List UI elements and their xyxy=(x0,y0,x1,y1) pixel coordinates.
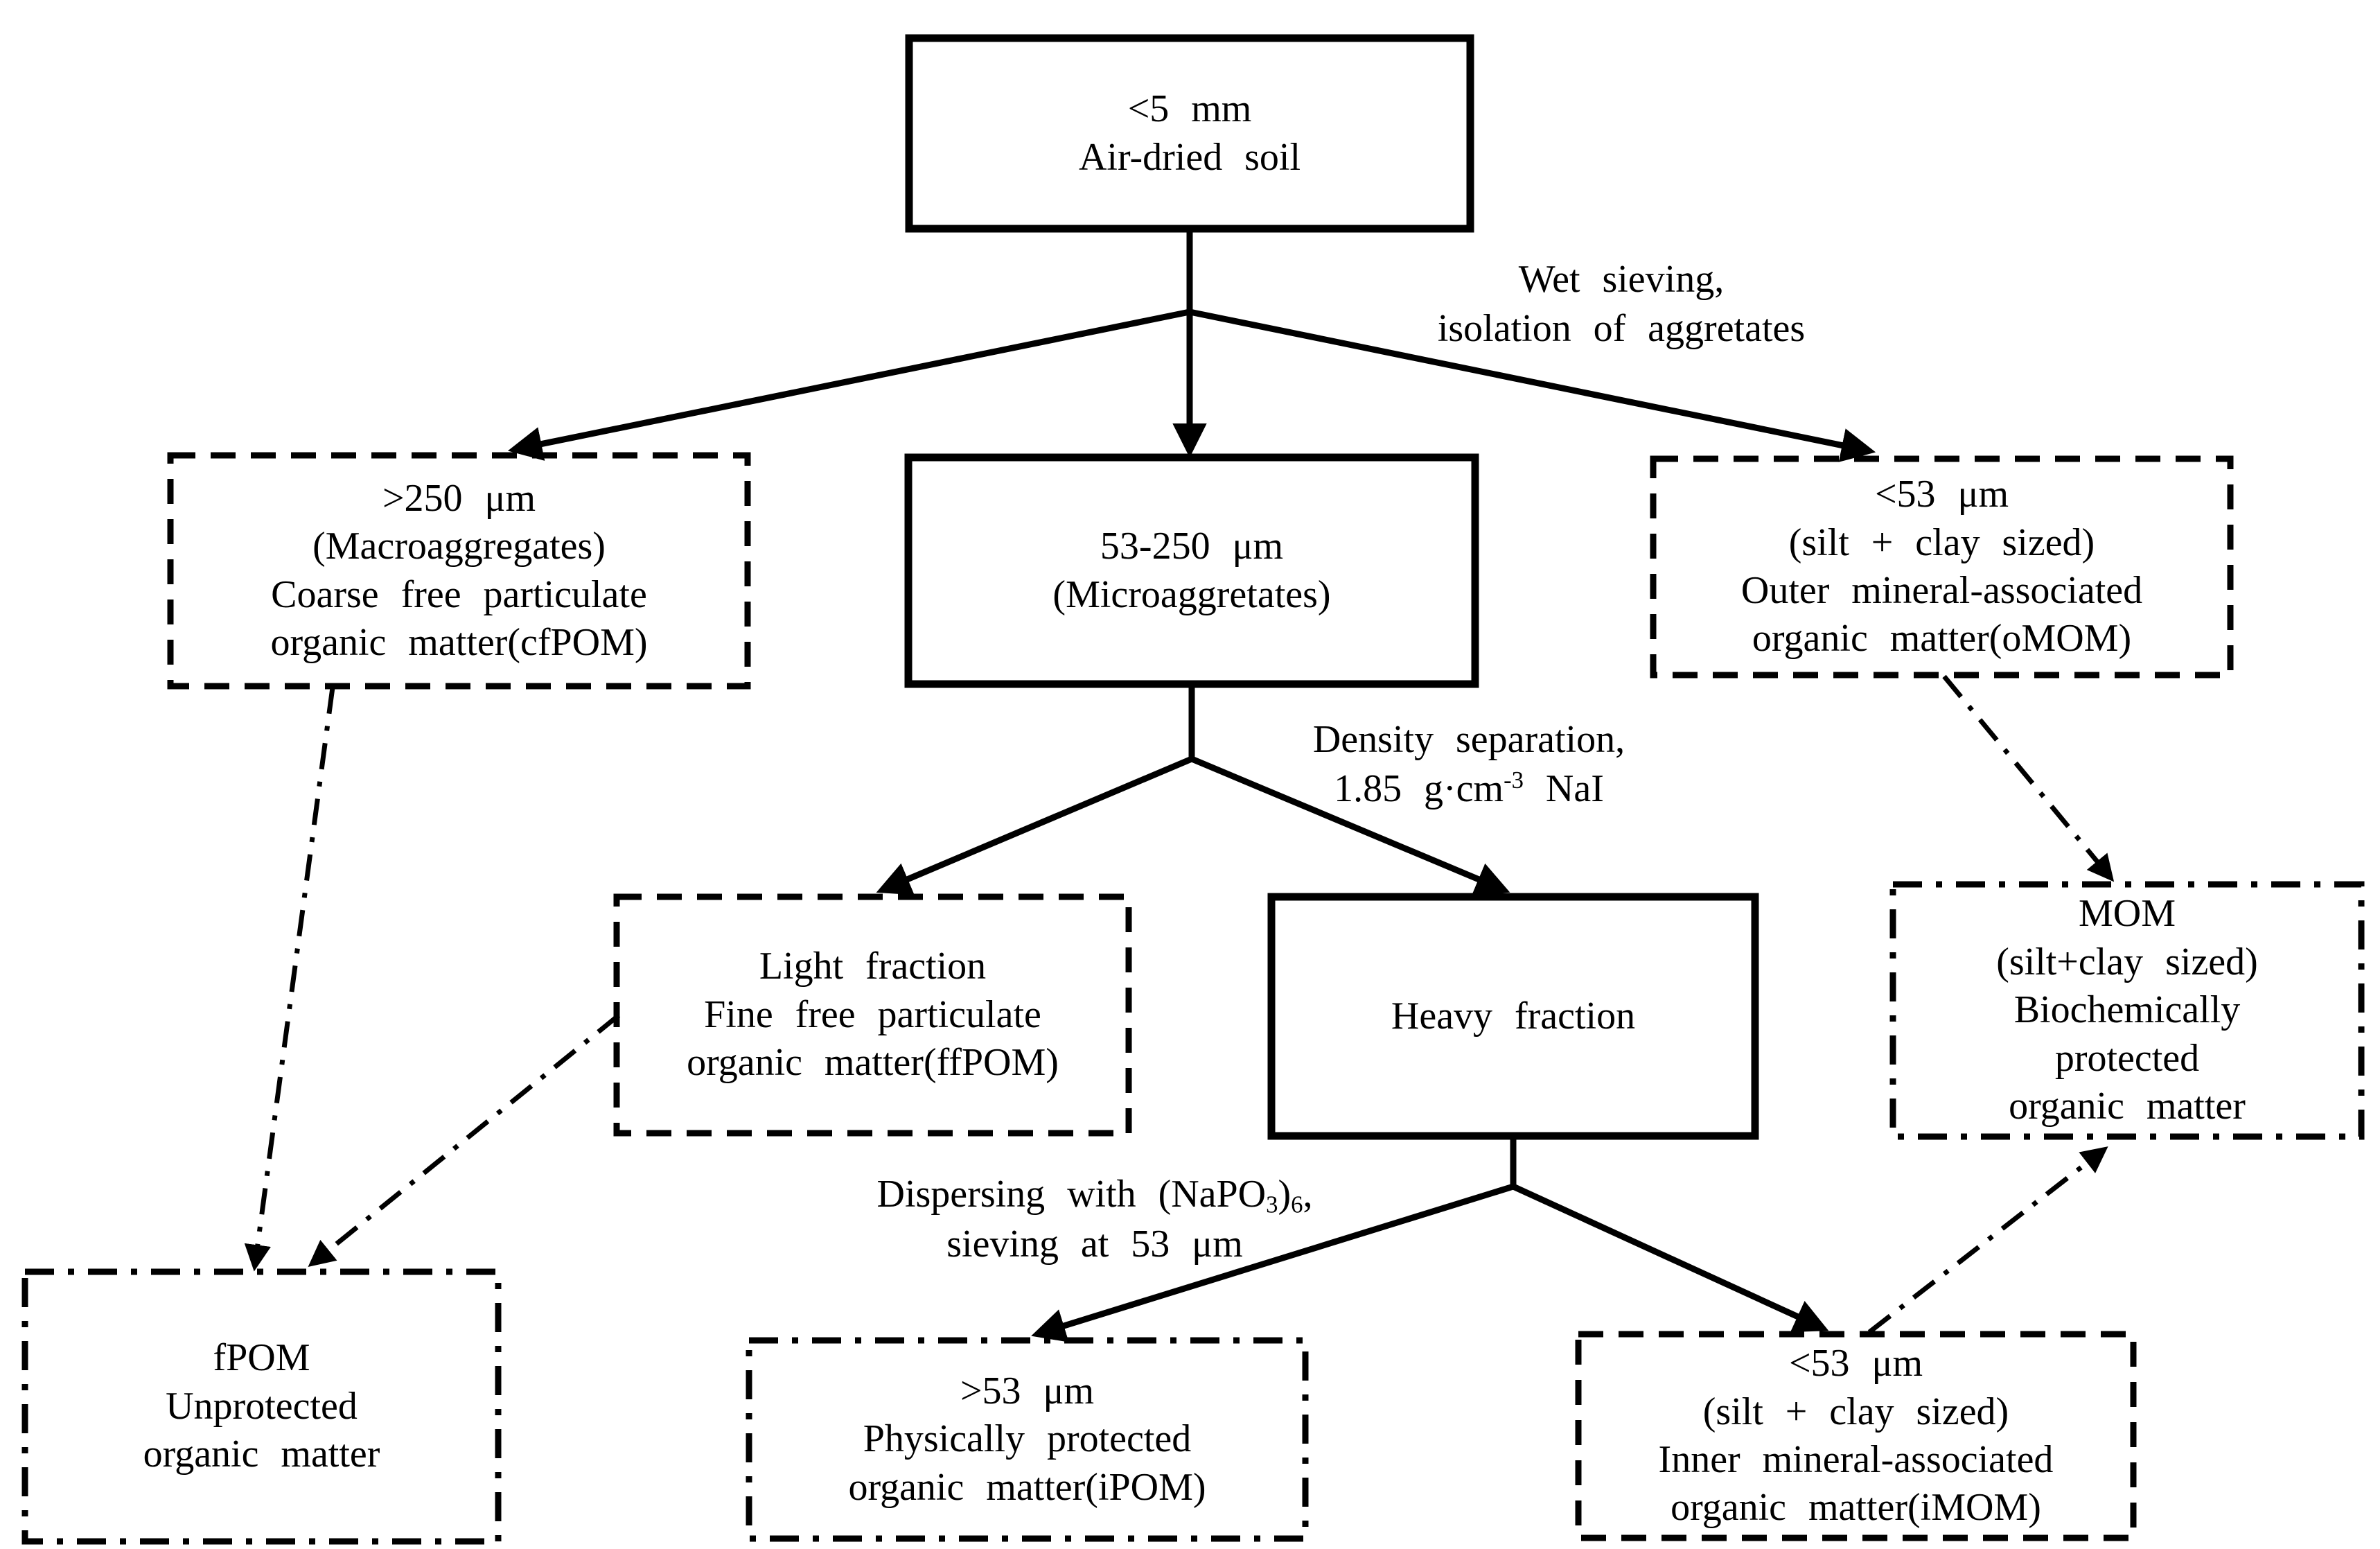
node-line: Physically protected xyxy=(863,1417,1192,1461)
label-line: Dispersing with (NaPO3)6, xyxy=(876,1173,1313,1218)
node-line: organic matter xyxy=(2009,1085,2246,1128)
arrow-heavy-to-ipom xyxy=(1031,1183,1515,1342)
node-line: organic matter(iPOM) xyxy=(848,1465,1206,1509)
box-border-ipom xyxy=(746,1337,1309,1542)
node-air-dried-soil: <5 mm Air-dried soil xyxy=(909,38,1470,229)
arrow-ffpom-to-fpom xyxy=(308,1013,621,1268)
node-line: fPOM xyxy=(213,1336,310,1380)
box-border-mom xyxy=(1889,881,2365,1140)
node-ipom-physically-protected: >53 μm Physically protected organic matt… xyxy=(749,1340,1305,1539)
node-line: protected xyxy=(2054,1036,2200,1080)
arrow-micro-to-ffpom xyxy=(876,755,1193,895)
node-microaggregates: 53-250 μm (Microaggretates) xyxy=(908,457,1475,684)
node-line: organic matter xyxy=(143,1433,380,1476)
box-border-fpom xyxy=(21,1268,502,1545)
box-border-cfpom xyxy=(167,452,751,690)
node-line: (Macroaggregates) xyxy=(312,525,606,568)
node-silt-clay-omom: <53 μm (silt + clay sized) Outer mineral… xyxy=(1653,459,2230,675)
node-line: organic matter(cfPOM) xyxy=(270,620,648,664)
node-line: <53 μm xyxy=(1788,1342,1923,1385)
node-line: organic matter(oMOM) xyxy=(1752,617,2132,660)
node-line: <5 mm xyxy=(1127,87,1252,131)
node-line: Unprotected xyxy=(166,1384,358,1428)
node-line: Biochemically xyxy=(2013,988,2241,1032)
node-line: >250 μm xyxy=(382,476,536,520)
label-line: isolation of aggretates xyxy=(1437,306,1806,350)
label-dispersing-sieving: Dispersing with (NaPO3)6, sieving at 53 … xyxy=(818,1170,1372,1269)
node-imom-inner-mineral: <53 μm (silt + clay sized) Inner mineral… xyxy=(1578,1334,2133,1538)
subscript: 3 xyxy=(1266,1191,1278,1218)
node-line: (silt + clay sized) xyxy=(1702,1390,2009,1433)
node-line: Light fraction xyxy=(759,945,987,988)
arrow-soil-to-omom xyxy=(1189,308,1876,462)
label-wet-sieving: Wet sieving, isolation of aggretates xyxy=(1344,255,1898,353)
node-line: Coarse free particulate xyxy=(271,572,647,616)
label-line: 1.85 g·cm-3 NaI xyxy=(1334,766,1604,810)
label-density-separation: Density separation, 1.85 g·cm-3 NaI xyxy=(1192,715,1746,813)
arrow-cfpom-to-fpom xyxy=(244,687,335,1272)
label-line: Density separation, xyxy=(1312,718,1625,761)
arrow-heavy-to-imom xyxy=(1512,1183,1829,1333)
node-line: (silt+clay sized) xyxy=(1996,940,2258,983)
box-border-omom xyxy=(1650,455,2234,679)
arrow-soil-to-cfpom xyxy=(507,308,1190,461)
superscript: -3 xyxy=(1504,766,1524,794)
label-line: Wet sieving, xyxy=(1518,258,1725,301)
node-line: Heavy fraction xyxy=(1391,994,1636,1038)
node-mom-biochemically-protected: MOM (silt+clay sized) Biochemically prot… xyxy=(1893,884,2361,1137)
node-heavy-fraction: Heavy fraction xyxy=(1271,897,1755,1136)
node-line: 53-250 μm xyxy=(1100,525,1284,568)
node-line: MOM xyxy=(2078,892,2176,936)
label-line: sieving at 53 μm xyxy=(946,1223,1243,1266)
node-macroaggregates-cfpom: >250 μm (Macroaggregates) Coarse free pa… xyxy=(170,455,748,686)
node-line: (silt + clay sized) xyxy=(1788,520,2095,564)
node-fpom-unprotected: fPOM Unprotected organic matter xyxy=(25,1272,498,1541)
node-line: organic matter(ffPOM) xyxy=(687,1041,1059,1085)
node-line: Air-dried soil xyxy=(1078,135,1301,179)
subscript: 6 xyxy=(1291,1191,1303,1218)
box-border-imom xyxy=(1575,1331,2137,1541)
node-line: <53 μm xyxy=(1874,473,2009,516)
node-line: Inner mineral-associated xyxy=(1658,1438,2054,1481)
node-line: organic matter(iMOM) xyxy=(1671,1486,2041,1530)
arrow-micro-to-heavy xyxy=(1190,755,1510,895)
arrow-imom-to-mom xyxy=(1867,1146,2108,1334)
node-line: >53 μm xyxy=(960,1369,1095,1412)
node-line: (Microaggretates) xyxy=(1052,572,1331,616)
node-line: Fine free particulate xyxy=(704,992,1041,1036)
node-light-fraction-ffpom: Light fraction Fine free particulate org… xyxy=(617,897,1129,1133)
node-line: Outer mineral-associated xyxy=(1740,569,2143,612)
arrow-omom-to-mom xyxy=(1942,674,2115,882)
